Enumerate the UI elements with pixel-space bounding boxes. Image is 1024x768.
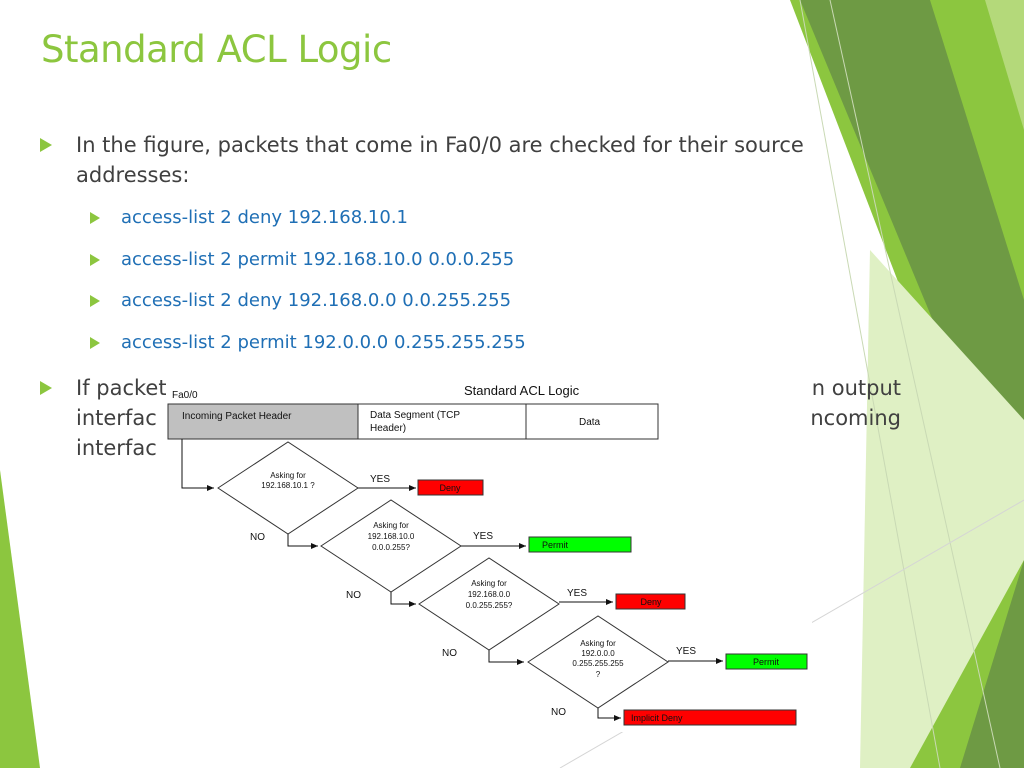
bullet-arrow-icon <box>40 381 52 395</box>
sub-bullet-text: access-list 2 deny 192.168.0.0 0.0.255.2… <box>121 290 512 311</box>
header-text-tcp-1: Data Segment (TCP <box>370 410 460 421</box>
action-label-1: Deny <box>439 483 461 493</box>
decision-diamond-3 <box>418 557 560 651</box>
action-box-deny-3 <box>615 593 686 610</box>
connector-start <box>181 439 214 491</box>
decision-2-line-2: 192.168.10.0 <box>368 532 415 541</box>
yes-label-4: YES <box>676 646 696 657</box>
header-cell-data <box>525 403 659 440</box>
bullet-2-line-2-start: interfac <box>76 406 157 430</box>
action-box-permit-2 <box>528 536 632 553</box>
interface-label: Fa0/0 <box>172 390 198 401</box>
no-label-1: NO <box>250 532 265 543</box>
action-box-permit-4 <box>725 653 808 670</box>
sub-bullet-arrow-icon <box>90 254 100 266</box>
bullet-1-line-2: addresses: <box>76 163 190 187</box>
header-text-incoming: Incoming Packet Header <box>182 411 292 422</box>
deco-shape-5 <box>960 560 1024 768</box>
header-cell-tcp <box>357 403 527 440</box>
bullet-arrow-icon <box>40 138 52 152</box>
no-arrow-2 <box>390 592 416 607</box>
implicit-deny-box <box>623 709 797 726</box>
sub-bullet-arrow-icon <box>90 295 100 307</box>
decision-4-line-3: 0.255.255.255 <box>572 659 624 668</box>
decision-4-line-2: 192.0.0.0 <box>581 649 615 658</box>
implicit-deny-label: Implicit Deny <box>631 713 683 723</box>
yes-label-1: YES <box>370 474 390 485</box>
deco-shape-left <box>0 470 40 768</box>
yes-label-2: YES <box>473 531 493 542</box>
flowchart-svg: Standard ACL Logic Fa0/0 Incoming Packet… <box>167 383 808 726</box>
decision-3-line-2: 192.168.0.0 <box>468 590 511 599</box>
bullet-2-line-1-start: If packet <box>76 376 167 400</box>
deco-shape-3 <box>985 0 1024 130</box>
decision-1-line-2: 192.168.10.1 ? <box>261 481 315 490</box>
decision-3-line-3: 0.0.255.255? <box>466 601 513 610</box>
no-label-3: NO <box>442 648 457 659</box>
decision-4-line-4: ? <box>596 670 601 679</box>
bullet-2-line-1-end: an output <box>798 376 901 400</box>
bullet-1-line-1: In the figure, packets that come in Fa0/… <box>76 133 804 157</box>
decision-diamond-4 <box>527 615 669 709</box>
sub-bullet-arrow-icon <box>90 212 100 224</box>
no-arrow-4 <box>597 708 621 721</box>
action-label-3: Deny <box>640 597 662 607</box>
sub-bullet-text: access-list 2 deny 192.168.10.1 <box>121 207 408 228</box>
figure-title: Standard ACL Logic <box>464 383 580 398</box>
deco-line-2 <box>829 0 1001 768</box>
sub-bullet-text: access-list 2 permit 192.168.10.0 0.0.0.… <box>121 249 515 270</box>
sub-bullet-arrow-icon <box>90 337 100 349</box>
decision-3-line-1: Asking for <box>471 579 507 588</box>
deco-shape-6 <box>860 250 1024 768</box>
acl-flowchart-figure: Standard ACL Logic Fa0/0 Incoming Packet… <box>166 382 812 732</box>
no-arrow-1 <box>287 534 318 549</box>
header-text-data: Data <box>579 417 601 428</box>
action-box-deny-1 <box>417 479 484 496</box>
no-label-4: NO <box>551 707 566 718</box>
bullet-2-line-3-start: interfac <box>76 436 157 460</box>
decision-2-line-3: 0.0.0.255? <box>372 543 410 552</box>
no-label-2: NO <box>346 590 361 601</box>
action-label-4: Permit <box>753 657 780 667</box>
action-label-2: Permit <box>542 540 569 550</box>
decision-1-line-1: Asking for <box>270 471 306 480</box>
sub-bullet-text: access-list 2 permit 192.0.0.0 0.255.255… <box>121 332 526 353</box>
deco-line-1 <box>799 0 941 768</box>
bullet-1-text: In the figure, packets that come in Fa0/… <box>76 130 926 190</box>
header-text-tcp-2: Header) <box>370 423 406 434</box>
decision-2-line-1: Asking for <box>373 521 409 530</box>
decision-4-line-1: Asking for <box>580 639 616 648</box>
header-cell-incoming <box>167 403 359 440</box>
slide-title: Standard ACL Logic <box>41 28 392 71</box>
yes-label-3: YES <box>567 588 587 599</box>
no-arrow-3 <box>488 650 524 665</box>
